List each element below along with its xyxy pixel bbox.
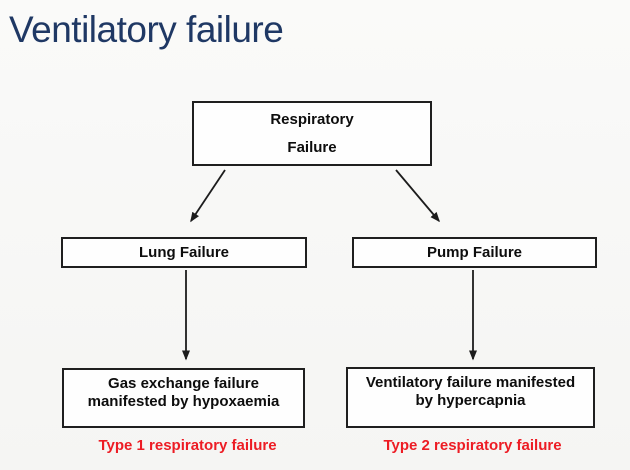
lung-failure-label: Lung Failure — [139, 244, 229, 261]
ventilatory-failure-line1: Ventilatory failure manifested — [365, 374, 576, 391]
respiratory-failure-box: Respiratory Failure — [192, 101, 432, 166]
respiratory-failure-line1: Respiratory — [270, 111, 354, 128]
arrow-root-to-pump — [395, 169, 440, 223]
type-2-respiratory-failure-label: Type 2 respiratory failure — [383, 437, 562, 454]
gas-exchange-failure-line1: Gas exchange failure — [108, 375, 259, 392]
gas-exchange-failure-line2: manifested by hypoxaemia — [87, 392, 280, 410]
lung-failure-box: Lung Failure — [61, 237, 307, 268]
type-1-respiratory-failure-label: Type 1 respiratory failure — [98, 437, 277, 454]
gas-exchange-failure-box: Gas exchange failure manifested by hypox… — [62, 368, 305, 428]
ventilatory-failure-line2: by hypercapnia — [415, 391, 526, 409]
pump-failure-box: Pump Failure — [352, 237, 597, 268]
respiratory-failure-line2: Failure — [287, 139, 337, 156]
arrow-root-to-lung — [190, 169, 226, 223]
slide-title: Ventilatory failure — [9, 9, 284, 50]
pump-failure-label: Pump Failure — [426, 244, 523, 261]
ventilatory-failure-box: Ventilatory failure manifested by hyperc… — [346, 367, 595, 428]
